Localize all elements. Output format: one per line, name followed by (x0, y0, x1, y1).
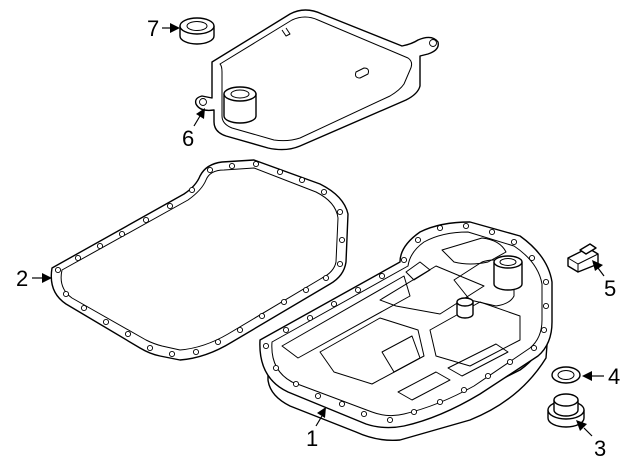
pan-bolt-hole (542, 278, 550, 286)
callout-label-4: 4 (608, 364, 620, 389)
pan-bolt-hole (484, 372, 492, 380)
seal-ring-part (179, 17, 215, 45)
gasket-bolt-hole (258, 312, 266, 320)
callout-label-2: 2 (16, 266, 28, 291)
callout-2: 2 (16, 266, 52, 291)
pan-bolt-hole (314, 392, 322, 400)
pan-bolt-hole (410, 408, 418, 416)
pan-bolt-hole (436, 398, 444, 406)
gasket-bolt-hole (206, 166, 214, 174)
pan-bolt-hole (386, 416, 394, 424)
gasket-bolt-hole (214, 338, 222, 346)
gasket-bolt-hole (96, 242, 104, 250)
callout-label-7: 7 (147, 16, 159, 41)
pan-bolt-holes (262, 222, 550, 424)
pan-bolt-hole (488, 228, 496, 236)
gasket-bolt-hole (146, 344, 154, 352)
callout-label-3: 3 (594, 436, 606, 461)
pan-bolt-hole (292, 380, 300, 388)
gasket-bolt-hole (102, 318, 110, 326)
gasket-bolt-hole (252, 160, 260, 168)
clip-part (567, 243, 599, 273)
pan-bolt-hole (542, 302, 550, 310)
gasket-bolt-hole (124, 330, 132, 338)
gasket-bolt-hole (302, 286, 310, 294)
callout-7: 7 (147, 16, 180, 41)
pan-bolt-hole (510, 238, 518, 246)
gasket-part (50, 159, 349, 361)
callout-5: 5 (592, 260, 616, 301)
callout-label-1: 1 (306, 426, 318, 451)
oil-pan-part (259, 221, 553, 442)
pan-bolt-hole (306, 314, 314, 322)
gasket-bolt-hole (74, 254, 82, 262)
callout-1: 1 (306, 407, 326, 451)
pan-bolt-hole (528, 254, 536, 262)
gasket-bolt-hole (280, 298, 288, 306)
pan-bolt-hole (506, 358, 514, 366)
gasket-bolt-hole (298, 176, 306, 184)
gasket-bolt-holes (54, 160, 346, 358)
pan-bolt-hole (330, 300, 338, 308)
pan-bolt-hole (460, 386, 468, 394)
gasket-bolt-hole (80, 304, 88, 312)
gasket-bolt-hole (322, 274, 330, 282)
gasket-bolt-hole (276, 168, 284, 176)
gasket-bolt-hole (168, 350, 176, 358)
callout-3: 3 (576, 420, 606, 461)
callout-6: 6 (182, 108, 205, 151)
gasket-bolt-hole (236, 326, 244, 334)
callout-label-6: 6 (182, 126, 194, 151)
pan-bolt-hole (462, 222, 470, 230)
gasket-bolt-hole (62, 290, 70, 298)
drain-plug-part (547, 393, 585, 428)
pan-bolt-hole (338, 400, 346, 408)
gasket-bolt-hole (338, 236, 346, 244)
gasket-bolt-hole (336, 260, 344, 268)
pan-bolt-hole (540, 326, 548, 334)
washer-part (551, 366, 581, 384)
gasket-bolt-hole (228, 162, 236, 170)
callout-label-5: 5 (604, 276, 616, 301)
pan-bolt-hole (282, 326, 290, 334)
pan-bolt-hole (262, 342, 270, 350)
pan-bolt-hole (354, 286, 362, 294)
filter-part (194, 9, 439, 151)
gasket-bolt-hole (166, 202, 174, 210)
gasket-bolt-hole (188, 186, 196, 194)
callout-4: 4 (582, 364, 620, 389)
pan-bolt-hole (530, 344, 538, 352)
gasket-bolt-hole (320, 188, 328, 196)
pan-bolt-hole (414, 236, 422, 244)
pan-bolt-hole (436, 224, 444, 232)
gasket-bolt-hole (54, 266, 62, 274)
pan-bolt-hole (360, 410, 368, 418)
gasket-bolt-hole (142, 216, 150, 224)
pan-bolt-hole (400, 256, 408, 264)
gasket-bolt-hole (192, 348, 200, 356)
pan-bolt-hole (272, 364, 280, 372)
gasket-bolt-hole (118, 230, 126, 238)
gasket-bolt-hole (336, 208, 344, 216)
pan-bolt-hole (378, 272, 386, 280)
